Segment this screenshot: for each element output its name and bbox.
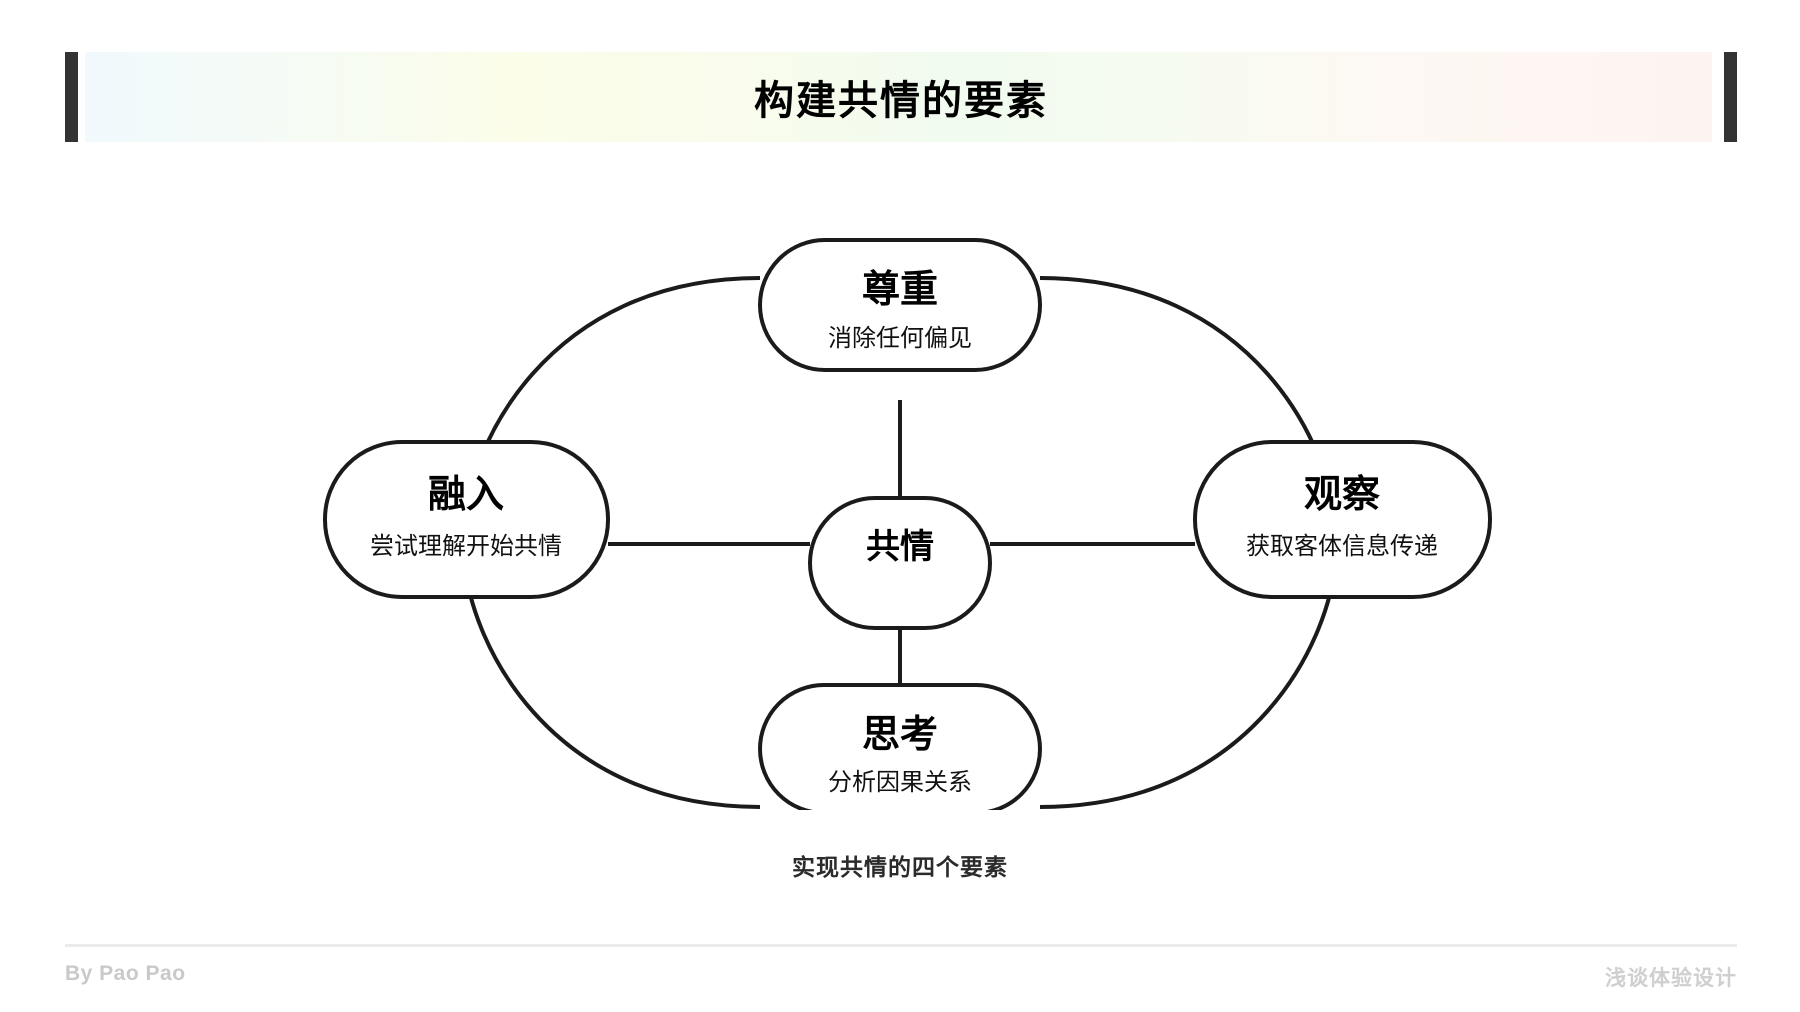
- header-accent-bar-right: [1724, 52, 1737, 142]
- node-right-title: 观察: [1304, 474, 1380, 516]
- node-center-title: 共情: [866, 528, 934, 566]
- node-center-shape: [808, 496, 992, 630]
- node-top-shape: [758, 238, 1042, 372]
- diagram-caption: 实现共情的四个要素: [792, 854, 1008, 880]
- header-gradient-band: [85, 52, 1712, 142]
- node-top-subtitle: 消除任何偏见: [828, 325, 972, 352]
- node-left[interactable]: 融入 尝试理解开始共情: [323, 440, 610, 599]
- node-right-shape: [1193, 440, 1492, 599]
- footer-author: By Pao Pao: [65, 962, 186, 985]
- empathy-diagram: 尊重 消除任何偏见 融入 尝试理解开始共情 共情 观察 获取客体信息传递: [0, 150, 1800, 810]
- node-right[interactable]: 观察 获取客体信息传递: [1193, 440, 1492, 599]
- node-right-subtitle: 获取客体信息传递: [1246, 533, 1438, 560]
- header: 构建共情的要素: [65, 52, 1737, 142]
- node-bottom-subtitle: 分析因果关系: [828, 769, 972, 796]
- footer-divider: [65, 944, 1737, 947]
- header-accent-bar-left: [65, 52, 78, 142]
- node-top[interactable]: 尊重 消除任何偏见: [758, 238, 1042, 372]
- node-bottom-title: 思考: [862, 714, 938, 756]
- node-left-subtitle: 尝试理解开始共情: [370, 533, 562, 560]
- node-center[interactable]: 共情: [808, 496, 992, 630]
- center-spokes: [608, 400, 1195, 685]
- footer-series: 浅谈体验设计: [1605, 967, 1737, 990]
- node-left-title: 融入: [428, 474, 504, 516]
- node-top-title: 尊重: [862, 269, 938, 311]
- node-bottom[interactable]: 思考 分析因果关系: [758, 683, 1042, 810]
- node-bottom-shape: [758, 683, 1042, 810]
- page-title: 构建共情的要素: [754, 79, 1048, 123]
- node-left-shape: [323, 440, 610, 599]
